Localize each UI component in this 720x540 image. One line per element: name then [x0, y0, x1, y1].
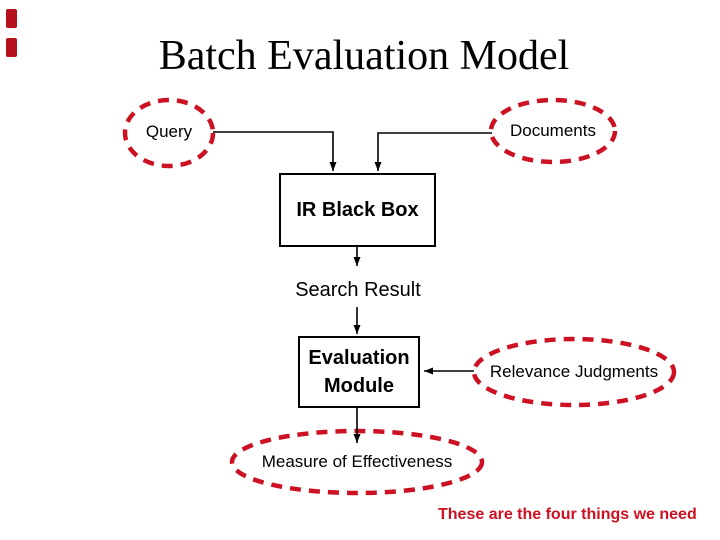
arrow-query-to-ir-box — [213, 131, 337, 171]
documents-dashed-ellipse — [488, 97, 618, 165]
documents-label: Documents — [510, 121, 596, 141]
ir-black-box-node: IR Black Box — [279, 173, 436, 247]
corner-mark-top — [6, 9, 17, 28]
footer-note: These are the four things we need — [438, 506, 697, 523]
evaluation-module-label: Evaluation Module — [308, 347, 410, 397]
search-result-label: Search Result — [295, 279, 421, 301]
query-label: Query — [145, 122, 193, 142]
arrow-documents-to-ir-box — [374, 132, 492, 171]
corner-mark-bottom — [6, 38, 17, 57]
query-dashed-ellipse — [122, 97, 216, 169]
ir-black-box-label: IR Black Box — [296, 199, 419, 221]
evaluation-module-node: Evaluation Module — [298, 336, 420, 408]
slide-title: Batch Evaluation Model — [158, 33, 570, 79]
relevance-judgments-label: Relevance Judgments — [489, 361, 659, 381]
measure-of-effectiveness-label: Measure of Effectiveness — [261, 451, 453, 471]
relevance-judgments-dashed-ellipse — [471, 336, 677, 408]
